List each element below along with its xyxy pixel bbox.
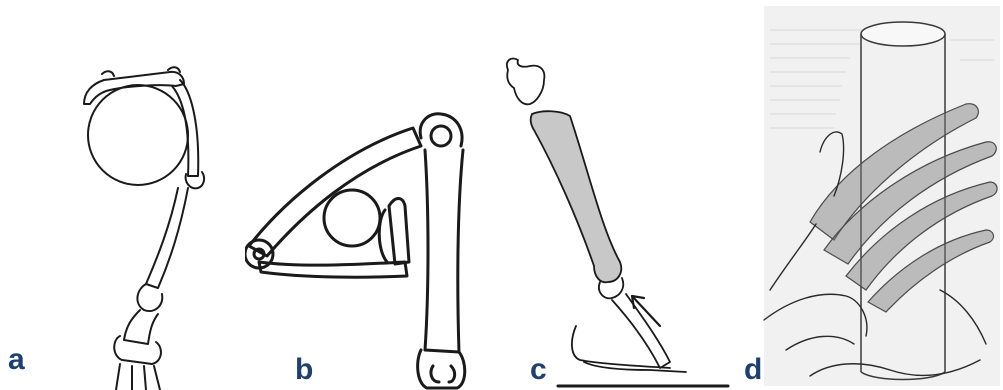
- panel-label-c: c: [530, 355, 547, 385]
- finger-linkage-around-circle-drawing: [245, 0, 500, 390]
- finger-with-shaded-bone-drawing: [500, 0, 750, 390]
- panel-b: b: [245, 0, 500, 390]
- object-circle: [88, 85, 188, 185]
- object-circle: [324, 190, 380, 246]
- panel-c: c: [500, 0, 750, 390]
- panel-label-a: a: [8, 345, 25, 375]
- panel-a: a: [0, 0, 245, 390]
- hand-gripping-cylinder-drawing: [750, 0, 1003, 390]
- panel-label-b: b: [295, 355, 313, 385]
- shaded-phalanx: [531, 111, 622, 282]
- panel-label-d: d: [744, 355, 762, 385]
- finger-flexed-around-circle-drawing: [0, 0, 245, 390]
- panel-d: d: [750, 0, 1003, 390]
